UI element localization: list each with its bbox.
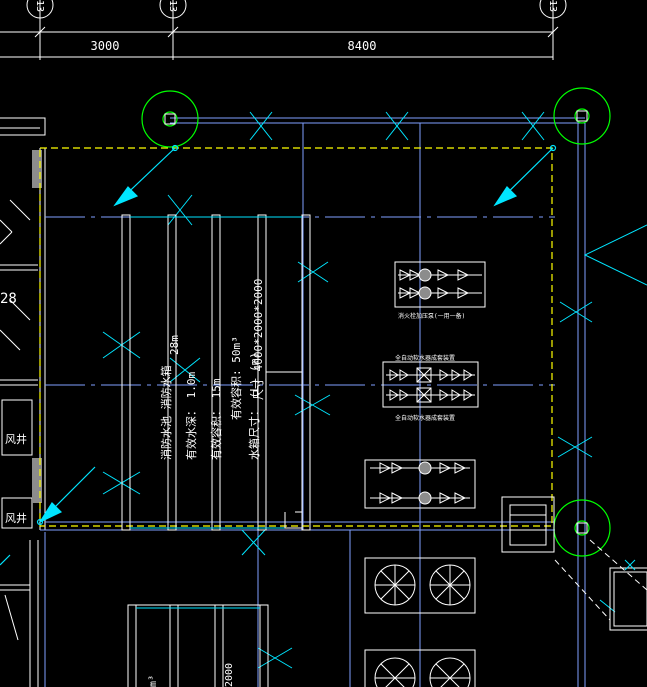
grid-tag-1: 13 <box>34 0 45 12</box>
booster-pump-group[interactable] <box>364 459 476 509</box>
column-cores <box>164 110 588 534</box>
dimension-8400: 8400 <box>348 39 377 53</box>
right-lower-cyan <box>624 559 636 571</box>
cooling-fan-unit-2[interactable] <box>364 649 476 687</box>
grid-tag-3: 13 <box>547 0 558 12</box>
dimension-3000: 3000 <box>91 39 120 53</box>
softener-top-label: 全自动软水器成套装置 <box>395 354 455 362</box>
x-marks <box>102 111 616 669</box>
right-lower-structure <box>554 539 647 631</box>
tank-label-6: 尺寸 4000*2000*2000 <box>251 279 265 400</box>
view-arrows <box>0 144 557 566</box>
tank-labels: 消防水池 消防水箱 有效水深： 1.0m 有效容积： 15m 水箱尺寸： (L)… <box>159 279 265 460</box>
softener-unit[interactable] <box>382 361 479 408</box>
pump-group[interactable] <box>394 261 486 308</box>
cooling-fan-unit-1[interactable] <box>364 557 476 614</box>
duct-element[interactable] <box>501 496 555 553</box>
softener-bottom-label: 全自动软水器成套装置 <box>395 414 455 422</box>
left-wall <box>0 117 46 687</box>
tank-label-3: 有效容积： 15m <box>209 378 223 460</box>
grid-tags <box>26 0 567 60</box>
tank-label-1: 消防水池 消防水箱 <box>159 365 173 460</box>
tank-label-2: 有效水深： 1.0m <box>184 372 198 460</box>
pump-group-label: 消火栓加压泵(一用一备) <box>398 312 465 320</box>
room-boundary <box>39 147 553 527</box>
wall-fill <box>32 150 42 503</box>
bottom-tank-capacity: 2000 <box>224 663 235 687</box>
bottom-tank[interactable] <box>127 604 269 687</box>
grid-tag-2: 13 <box>167 0 178 12</box>
room-code-label: 28 <box>0 291 17 307</box>
tank-side-label: 28m <box>168 335 181 355</box>
air-shaft-label-1: 风井 <box>5 432 27 446</box>
air-shaft-label-2: 风井 <box>5 511 27 525</box>
right-arrow-wedge <box>583 224 647 286</box>
tank-label-5: 有效容积: 50m³ <box>229 336 243 420</box>
bottom-tank-unit: m³ <box>148 675 159 687</box>
water-tank[interactable] <box>121 214 311 531</box>
dimension-line <box>0 26 559 58</box>
tank-label-4: 水箱尺寸： (L) (m) <box>247 352 261 460</box>
